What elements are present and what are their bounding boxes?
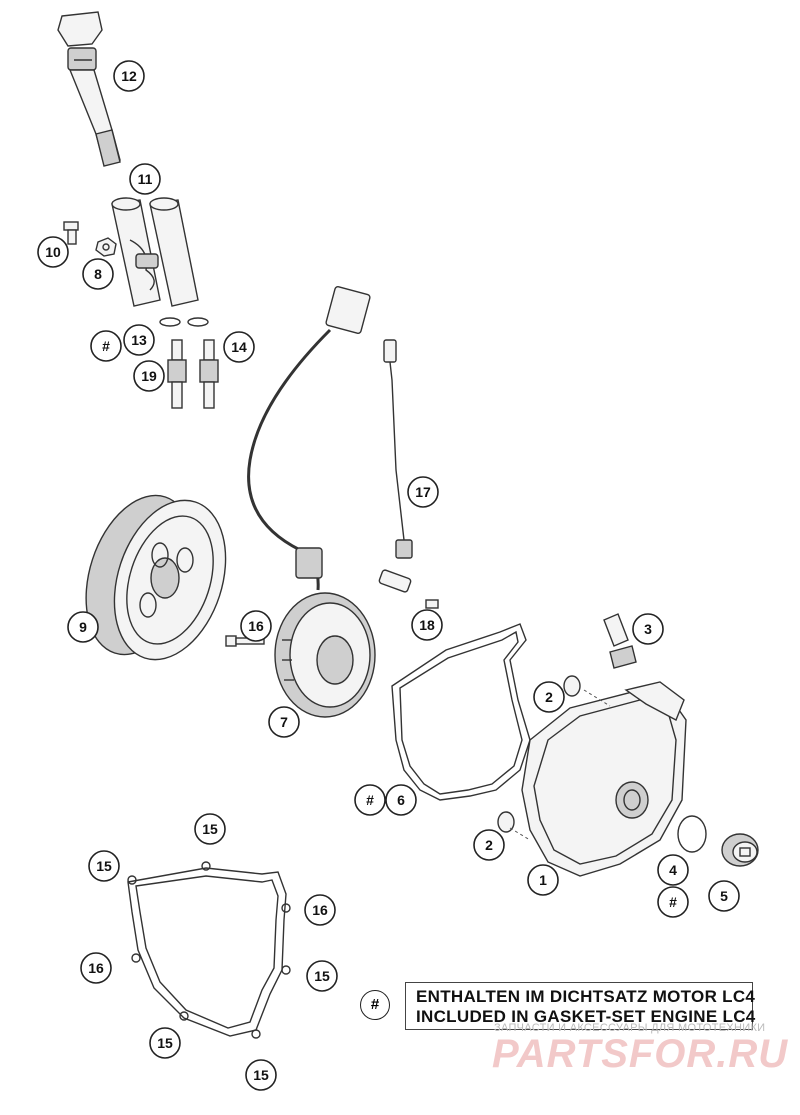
ignition-cover bbox=[521, 681, 687, 877]
spark-plug-caps bbox=[111, 197, 199, 307]
svg-text:10: 10 bbox=[45, 244, 61, 260]
svg-text:2: 2 bbox=[485, 837, 493, 853]
svg-text:13: 13 bbox=[131, 332, 147, 348]
svg-text:3: 3 bbox=[644, 621, 652, 637]
svg-text:15: 15 bbox=[253, 1067, 269, 1083]
svg-text:16: 16 bbox=[248, 618, 264, 634]
svg-text:7: 7 bbox=[280, 714, 288, 730]
o-rings-13 bbox=[159, 317, 209, 327]
callout-9: 9 bbox=[67, 611, 99, 643]
svg-text:11: 11 bbox=[138, 171, 153, 187]
callout-1: 1 bbox=[527, 864, 559, 896]
callout-16-stator: 16 bbox=[240, 610, 272, 642]
ignition-coil bbox=[57, 11, 121, 167]
legend-line-english: INCLUDED IN GASKET-SET ENGINE LC4 bbox=[416, 1007, 756, 1026]
svg-text:6: 6 bbox=[397, 792, 405, 808]
callout-15-top: 15 bbox=[194, 813, 226, 845]
svg-text:2: 2 bbox=[545, 689, 553, 705]
svg-text:12: 12 bbox=[121, 68, 137, 84]
legend-box: ENTHALTEN IM DICHTSATZ MOTOR LC4 INCLUDE… bbox=[405, 982, 756, 1030]
callout-15-right: 15 bbox=[306, 960, 338, 992]
callout-19: 19 bbox=[133, 360, 165, 392]
stator bbox=[274, 592, 376, 718]
svg-text:15: 15 bbox=[202, 821, 218, 837]
watermark-subtitle: ЗАПЧАСТИ И АКСЕССУАРЫ ДЛЯ МОТОТЕХНИКИ bbox=[494, 1022, 766, 1034]
svg-text:#: # bbox=[669, 894, 677, 910]
stator-harness bbox=[247, 285, 371, 591]
callout-13: 13 bbox=[123, 324, 155, 356]
dowel-pin-lower bbox=[497, 811, 515, 833]
cover-gasket-6 bbox=[391, 623, 531, 801]
flywheel-rotor bbox=[85, 494, 227, 661]
svg-text:17: 17 bbox=[415, 484, 431, 500]
callout-14: 14 bbox=[223, 331, 255, 363]
callout-10: 10 bbox=[37, 236, 69, 268]
callout-2-upper: 2 bbox=[533, 681, 565, 713]
svg-text:#: # bbox=[366, 792, 374, 808]
svg-text:19: 19 bbox=[141, 368, 157, 384]
svg-text:16: 16 bbox=[88, 960, 104, 976]
callout-5: 5 bbox=[708, 880, 740, 912]
clip-3 bbox=[603, 613, 637, 669]
callout-hash-13: # bbox=[90, 330, 122, 362]
svg-text:14: 14 bbox=[231, 339, 247, 355]
callout-15-bottom-left: 15 bbox=[149, 1027, 181, 1059]
callout-12: 12 bbox=[113, 60, 145, 92]
svg-text:1: 1 bbox=[539, 872, 547, 888]
lower-gasket bbox=[127, 861, 291, 1039]
dowel-pin-upper bbox=[563, 675, 581, 697]
callout-18: 18 bbox=[411, 609, 443, 641]
o-ring-4 bbox=[677, 815, 707, 853]
plug-5 bbox=[721, 833, 759, 867]
svg-text:18: 18 bbox=[419, 617, 435, 633]
callout-15-bottom: 15 bbox=[245, 1059, 277, 1091]
callout-11: 11 bbox=[129, 163, 161, 195]
legend-line-german: ENTHALTEN IM DICHTSATZ MOTOR LC4 bbox=[416, 987, 756, 1006]
callout-3: 3 bbox=[632, 613, 664, 645]
svg-text:4: 4 bbox=[669, 862, 677, 878]
svg-text:16: 16 bbox=[312, 902, 328, 918]
callout-8: 8 bbox=[82, 258, 114, 290]
svg-text:15: 15 bbox=[96, 858, 112, 874]
callout-16-right: 16 bbox=[304, 894, 336, 926]
callout-7: 7 bbox=[268, 706, 300, 738]
pickup-sensor bbox=[378, 339, 439, 609]
svg-text:15: 15 bbox=[314, 968, 330, 984]
callout-17: 17 bbox=[407, 476, 439, 508]
svg-text:#: # bbox=[102, 338, 110, 354]
watermark-logo: PARTSFOR.RU bbox=[492, 1032, 789, 1076]
svg-text:15: 15 bbox=[157, 1035, 173, 1051]
callout-16-left: 16 bbox=[80, 952, 112, 984]
callout-4: 4 bbox=[657, 854, 689, 886]
svg-text:5: 5 bbox=[720, 888, 728, 904]
legend-hash-marker: # bbox=[360, 990, 390, 1020]
callout-15-left: 15 bbox=[88, 850, 120, 882]
callout-6: 6 bbox=[385, 784, 417, 816]
svg-text:9: 9 bbox=[79, 619, 87, 635]
bolt-10 bbox=[63, 221, 79, 245]
callout-hash-4: # bbox=[657, 886, 689, 918]
svg-text:8: 8 bbox=[94, 266, 102, 282]
spark-plugs bbox=[167, 339, 219, 409]
callout-hash-6: # bbox=[354, 784, 386, 816]
callout-2-lower: 2 bbox=[473, 829, 505, 861]
nut-8 bbox=[95, 237, 117, 257]
